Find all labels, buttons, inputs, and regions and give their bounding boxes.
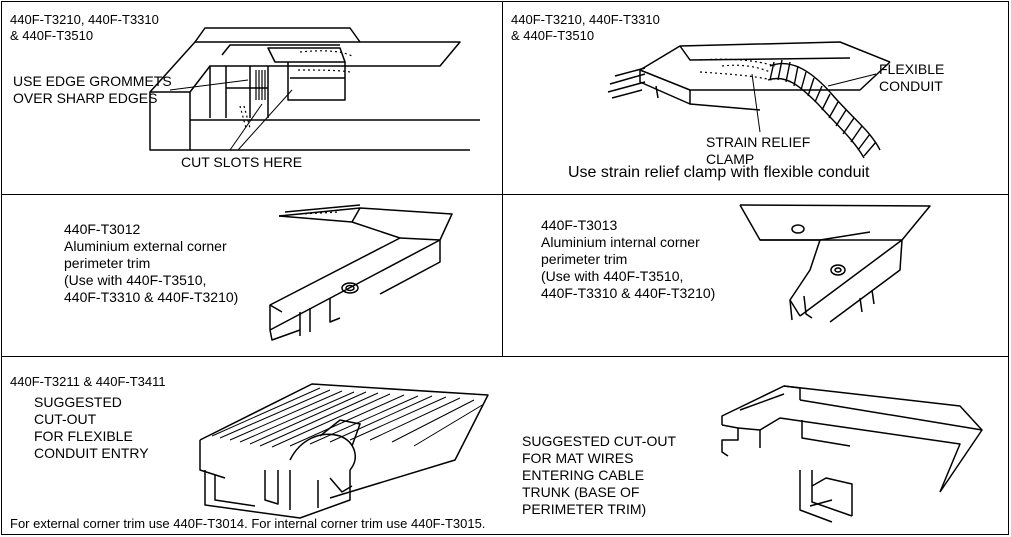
cut-slots-label: CUT SLOTS HERE (181, 154, 303, 170)
mat-wires-label: SUGGESTED CUT-OUT FOR MAT WIRES ENTERING… (522, 433, 677, 517)
conduit-entry-label: SUGGESTED CUT-OUT FOR FLEXIBLE CONDUIT E… (34, 394, 149, 461)
grommet-label: USE EDGE GROMMETS OVER SHARP EDGES (13, 73, 172, 106)
external-corner-description: 440F-T3012 Aluminium external corner per… (64, 221, 239, 305)
internal-corner-description: 440F-T3013 Aluminium internal corner per… (541, 217, 716, 301)
flexible-conduit-label: FLEXIBLE CONDUIT (879, 61, 945, 94)
footer-note: For external corner trim use 440F-T3014.… (10, 516, 486, 531)
row-divider-2 (1, 356, 1009, 357)
cutouts-part-numbers: 440F-T3211 & 440F-T3411 (10, 374, 166, 389)
channel-slots-drawing (0, 0, 502, 194)
grommet-part-numbers: 440F-T3210, 440F-T3310 & 440F-T3510 (10, 12, 159, 43)
column-divider (502, 1, 503, 356)
strain-relief-clamp-label: STRAIN RELIEF CLAMP (706, 134, 811, 167)
strain-relief-part-numbers: 440F-T3210, 440F-T3310 & 440F-T3510 (511, 12, 660, 43)
strain-relief-drawing (0, 0, 1011, 194)
internal-corner-drawing (0, 0, 1011, 356)
external-corner-drawing (0, 0, 502, 356)
strain-relief-caption: Use strain relief clamp with flexible co… (568, 164, 870, 181)
row-divider-1 (1, 194, 1009, 195)
